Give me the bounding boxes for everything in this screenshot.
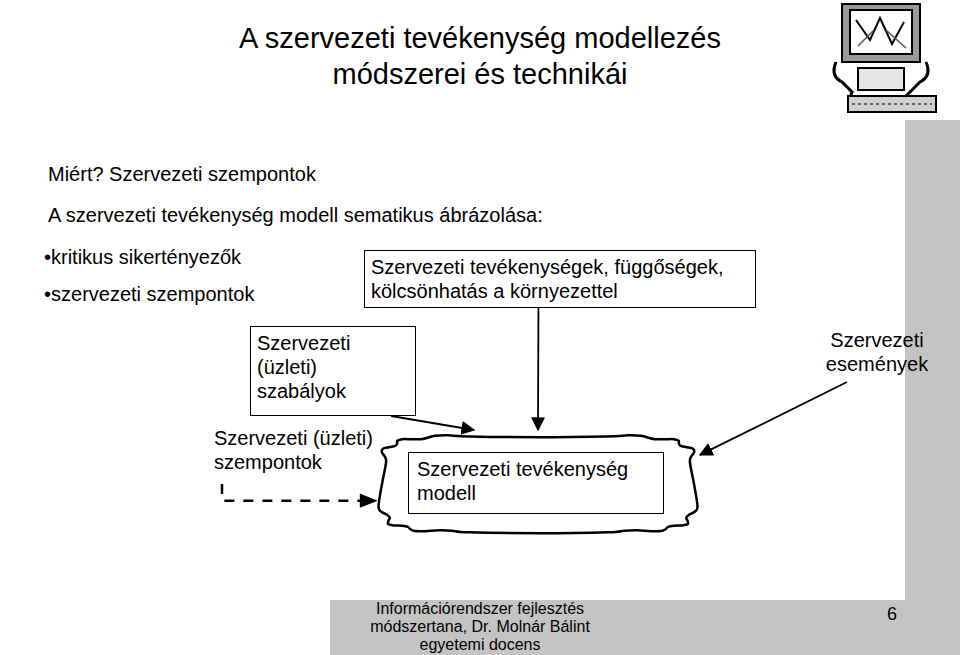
model-cloud: Szervezeti tevékenység modell <box>378 432 698 536</box>
intro-text: A szervezeti tevékenység modell sematiku… <box>48 203 688 227</box>
footer-text: Információrendszer fejlesztés módszertan… <box>348 600 612 654</box>
node-text: Szervezeti tevékenységek, függőségek, kö… <box>371 255 749 303</box>
page-number: 6 <box>880 602 904 626</box>
bullet-item: •kritikus sikertényezők <box>44 245 344 269</box>
node-text: Szervezeti tevékenység modell <box>408 452 664 514</box>
dashed-arrow <box>222 484 376 501</box>
node-text: Szervezeti (üzleti) szempontok <box>214 426 410 474</box>
arrow <box>537 308 539 430</box>
subtitle: Miért? Szervezeti szempontok <box>48 162 468 186</box>
arrow <box>700 382 847 455</box>
aspect-text: Szervezeti (üzleti) szempontok <box>212 424 412 476</box>
side-bar <box>905 120 960 655</box>
node-text: Szervezeti események <box>804 328 950 376</box>
bullet-item: •szervezeti szempontok <box>44 282 344 306</box>
process-box: Szervezeti tevékenységek, függőségek, kö… <box>364 250 756 308</box>
slide-title: A szervezeti tevékenység modellezés móds… <box>180 20 780 92</box>
rule-box: Szervezeti (üzleti) szabályok <box>250 326 416 416</box>
node-text: Szervezeti (üzleti) szabályok <box>257 331 409 403</box>
footer-bar <box>330 600 960 655</box>
event-text: Szervezeti események <box>802 326 952 378</box>
computer-logo <box>834 4 936 112</box>
arrow <box>391 416 474 430</box>
cloud-shape <box>379 435 698 533</box>
